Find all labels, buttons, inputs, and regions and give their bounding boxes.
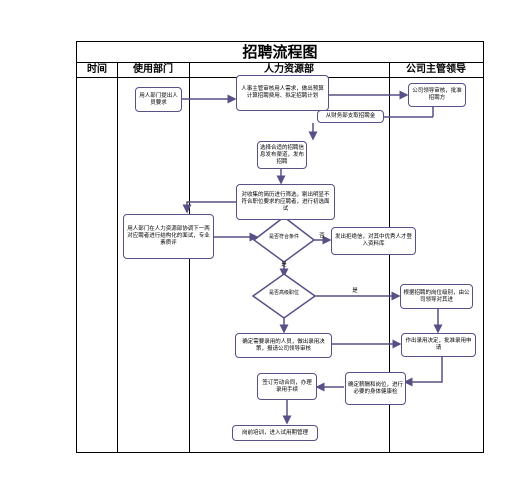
- header-hr: 人力资源部: [264, 64, 314, 75]
- arrow-approve-to-salary: [403, 356, 443, 387]
- title-divider: [77, 62, 483, 63]
- decision-hire-label: 是否高级职位: [268, 290, 299, 296]
- header-mgr: 公司主管领导: [406, 64, 466, 75]
- node-publish: 选择合适的招聘信息发布渠道，发布招聘: [257, 141, 307, 169]
- node-mgr-approve-plan: 公司领导审核，批准招聘方: [408, 83, 466, 107]
- flowchart-sheet: 招聘流程图 时间 使用部门 人力资源部 公司主管领导: [76, 41, 484, 453]
- node-salary: 确定薪酬和岗位，进行必要的身体健康检: [345, 372, 406, 405]
- chart-title: 招聘流程图: [242, 43, 318, 61]
- decision-pass-shape: [252, 216, 316, 263]
- column-divider: [117, 62, 118, 452]
- header-dept: 使用部门: [133, 64, 173, 75]
- column-divider: [389, 62, 390, 452]
- flow-connectors: [181, 90, 443, 425]
- node-training: 岗前培训，进入试用期管理: [232, 425, 318, 441]
- node-screen: 对收集的简历进行筛选，剔出明显不符合职位要求的应聘者，进行初选面试: [236, 184, 335, 220]
- header-time: 时间: [87, 64, 107, 75]
- node-mgr-approve-hire: 作出录用决定，批准录用申请: [401, 333, 476, 357]
- arrow-screen-to-interview: [182, 201, 237, 214]
- label-yes-2: 是: [352, 288, 358, 294]
- node-finance: 从财务部支取招聘金: [317, 110, 384, 123]
- node-reject: 发出拒绝信，对其中优秀人才登入资料库: [331, 227, 416, 255]
- node-dept-interview: 用人部门在人力资源部协调下一两对应聘者进行结构化的面试，专业素质评: [123, 214, 214, 259]
- label-yes: 是: [281, 262, 287, 268]
- node-senior-review: 根据招聘的岗位级别，由公司领导对其进: [400, 284, 473, 309]
- node-confirm-hire: 确定需要录用的人员，做出录用决策，报请公司领导审核: [235, 333, 332, 358]
- node-hr-plan: 人事主管审核用人需求，做出预算计算招聘费用、拟定招聘计划: [236, 75, 329, 111]
- node-dept-request: 用人部门提出人员要求: [135, 87, 182, 112]
- decision-hire-shape: [251, 273, 317, 319]
- label-no: 否: [319, 233, 325, 239]
- decision-pass-label: 是否符合条件: [268, 234, 299, 240]
- node-contract: 签订劳动合同，办理录用手续: [257, 373, 317, 400]
